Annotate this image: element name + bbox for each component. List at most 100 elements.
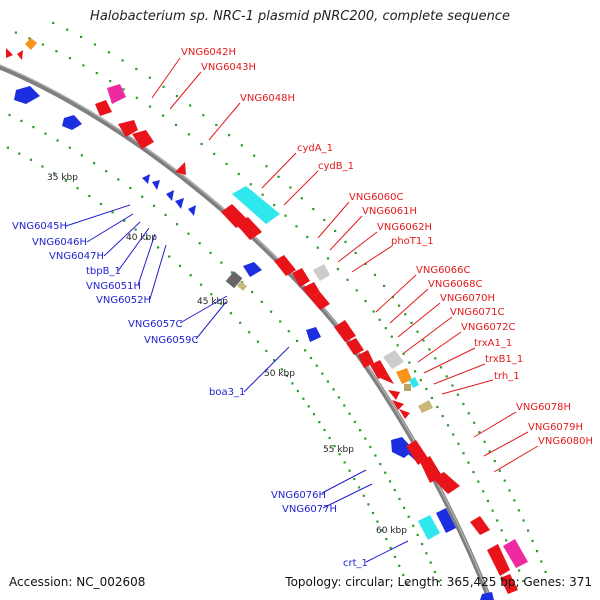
gene-feature[interactable] — [175, 198, 184, 209]
gene-feature[interactable] — [418, 515, 440, 540]
track-tick — [52, 21, 55, 24]
gene-label[interactable]: boa3_1 — [209, 387, 245, 398]
track-tick — [343, 404, 346, 407]
gene-feature[interactable] — [470, 516, 490, 535]
gene-feature[interactable] — [188, 205, 196, 216]
gene-label[interactable]: VNG6072C — [461, 322, 516, 333]
gene-feature[interactable] — [232, 186, 280, 224]
gene-feature[interactable] — [17, 50, 23, 60]
gene-label[interactable]: VNG6051H — [86, 281, 141, 292]
gene-feature[interactable] — [310, 292, 330, 310]
gene-feature[interactable] — [487, 544, 510, 576]
gene-label[interactable]: VNG6048H — [240, 93, 295, 104]
gene-feature[interactable] — [95, 100, 112, 116]
gene-label[interactable]: VNG6080H — [538, 436, 593, 447]
gene-label[interactable]: VNG6046H — [32, 237, 87, 248]
gene-feature[interactable] — [302, 282, 320, 298]
gene-feature[interactable] — [388, 390, 400, 400]
gene-feature[interactable] — [406, 440, 428, 465]
gene-feature[interactable] — [370, 360, 388, 379]
gene-feature[interactable] — [225, 271, 243, 289]
gene-feature[interactable] — [334, 320, 356, 342]
gene-feature[interactable] — [132, 130, 154, 149]
track-tick — [374, 454, 377, 457]
gene-feature[interactable] — [243, 262, 262, 277]
gene-label[interactable]: VNG6052H — [96, 295, 151, 306]
track-tick — [265, 165, 268, 168]
gene-label[interactable]: crt_1 — [343, 558, 368, 569]
gene-label[interactable]: VNG6061H — [362, 206, 417, 217]
track-tick — [300, 197, 303, 200]
gene-label[interactable]: VNG6042H — [181, 47, 236, 58]
track-tick — [457, 442, 460, 445]
track-tick — [256, 340, 259, 343]
track-tick — [355, 289, 358, 292]
track-tick — [41, 43, 44, 46]
gene-label[interactable]: VNG6077H — [282, 504, 337, 515]
gene-label[interactable]: trh_1 — [494, 371, 520, 382]
gene-label[interactable]: VNG6045H — [12, 221, 67, 232]
gene-feature[interactable] — [166, 190, 174, 201]
gene-label[interactable]: VNG6060C — [349, 192, 404, 203]
gene-label[interactable]: VNG6071C — [450, 307, 505, 318]
gene-feature[interactable] — [396, 368, 412, 384]
gene-label[interactable]: trxB1_1 — [485, 354, 523, 365]
gene-feature[interactable] — [432, 472, 460, 494]
gene-feature[interactable] — [292, 268, 310, 287]
gene-label[interactable]: VNG6070H — [440, 293, 495, 304]
gene-feature[interactable] — [107, 84, 126, 104]
gene-feature[interactable] — [313, 264, 330, 281]
gene-feature[interactable] — [237, 281, 247, 291]
gene-feature[interactable] — [358, 350, 374, 368]
reverse-gene-labels — [65, 204, 409, 563]
gene-feature[interactable] — [25, 38, 37, 50]
track-tick — [187, 232, 190, 235]
gene-feature[interactable] — [404, 384, 411, 391]
track-tick — [373, 273, 377, 276]
gene-feature[interactable] — [503, 539, 528, 568]
gene-label[interactable]: VNG6079H — [528, 422, 583, 433]
gene-label[interactable]: trxA1_1 — [474, 338, 512, 349]
gene-feature[interactable] — [175, 162, 186, 175]
track-tick — [41, 165, 44, 168]
gene-feature[interactable] — [142, 174, 150, 184]
gene-feature[interactable] — [383, 350, 404, 369]
gene-feature[interactable] — [14, 86, 40, 104]
gene-label[interactable]: phoT1_1 — [391, 236, 434, 247]
gene-feature[interactable] — [500, 574, 518, 594]
gene-feature[interactable] — [62, 115, 82, 130]
track-tick — [404, 313, 407, 316]
track-tick — [122, 88, 125, 91]
gene-label[interactable]: VNG6059C — [144, 335, 199, 346]
gene-feature[interactable] — [274, 255, 296, 276]
gene-label[interactable]: VNG6076H — [271, 490, 326, 501]
gene-feature[interactable] — [236, 217, 262, 240]
gene-label[interactable]: cydB_1 — [318, 161, 354, 172]
track-tick — [393, 489, 396, 492]
gene-feature[interactable] — [346, 338, 364, 355]
gene-label[interactable]: VNG6043H — [201, 62, 256, 73]
gene-feature[interactable] — [399, 409, 410, 419]
gene-feature[interactable] — [380, 374, 394, 384]
gene-feature[interactable] — [152, 180, 160, 190]
gene-feature[interactable] — [418, 400, 433, 413]
track-tick — [296, 339, 299, 342]
gene-feature[interactable] — [306, 327, 321, 342]
gene-feature[interactable] — [392, 400, 404, 410]
gene-label[interactable]: VNG6047H — [49, 251, 104, 262]
gene-label[interactable]: VNG6066C — [416, 265, 471, 276]
track-tick — [390, 335, 393, 338]
gene-feature[interactable] — [480, 592, 494, 600]
gene-label[interactable]: VNG6062H — [377, 222, 432, 233]
gene-label[interactable]: VNG6068C — [428, 279, 483, 290]
gene-feature[interactable] — [436, 508, 456, 533]
gene-label[interactable]: VNG6057C — [128, 319, 183, 330]
gene-label[interactable]: VNG6078H — [516, 402, 571, 413]
gene-feature[interactable] — [409, 377, 419, 388]
forward-gene-labels — [151, 57, 539, 473]
gene-feature[interactable] — [6, 48, 13, 58]
gene-label[interactable]: tbpB_1 — [86, 266, 121, 277]
gene-label[interactable]: cydA_1 — [297, 143, 333, 154]
gene-feature[interactable] — [118, 120, 138, 137]
